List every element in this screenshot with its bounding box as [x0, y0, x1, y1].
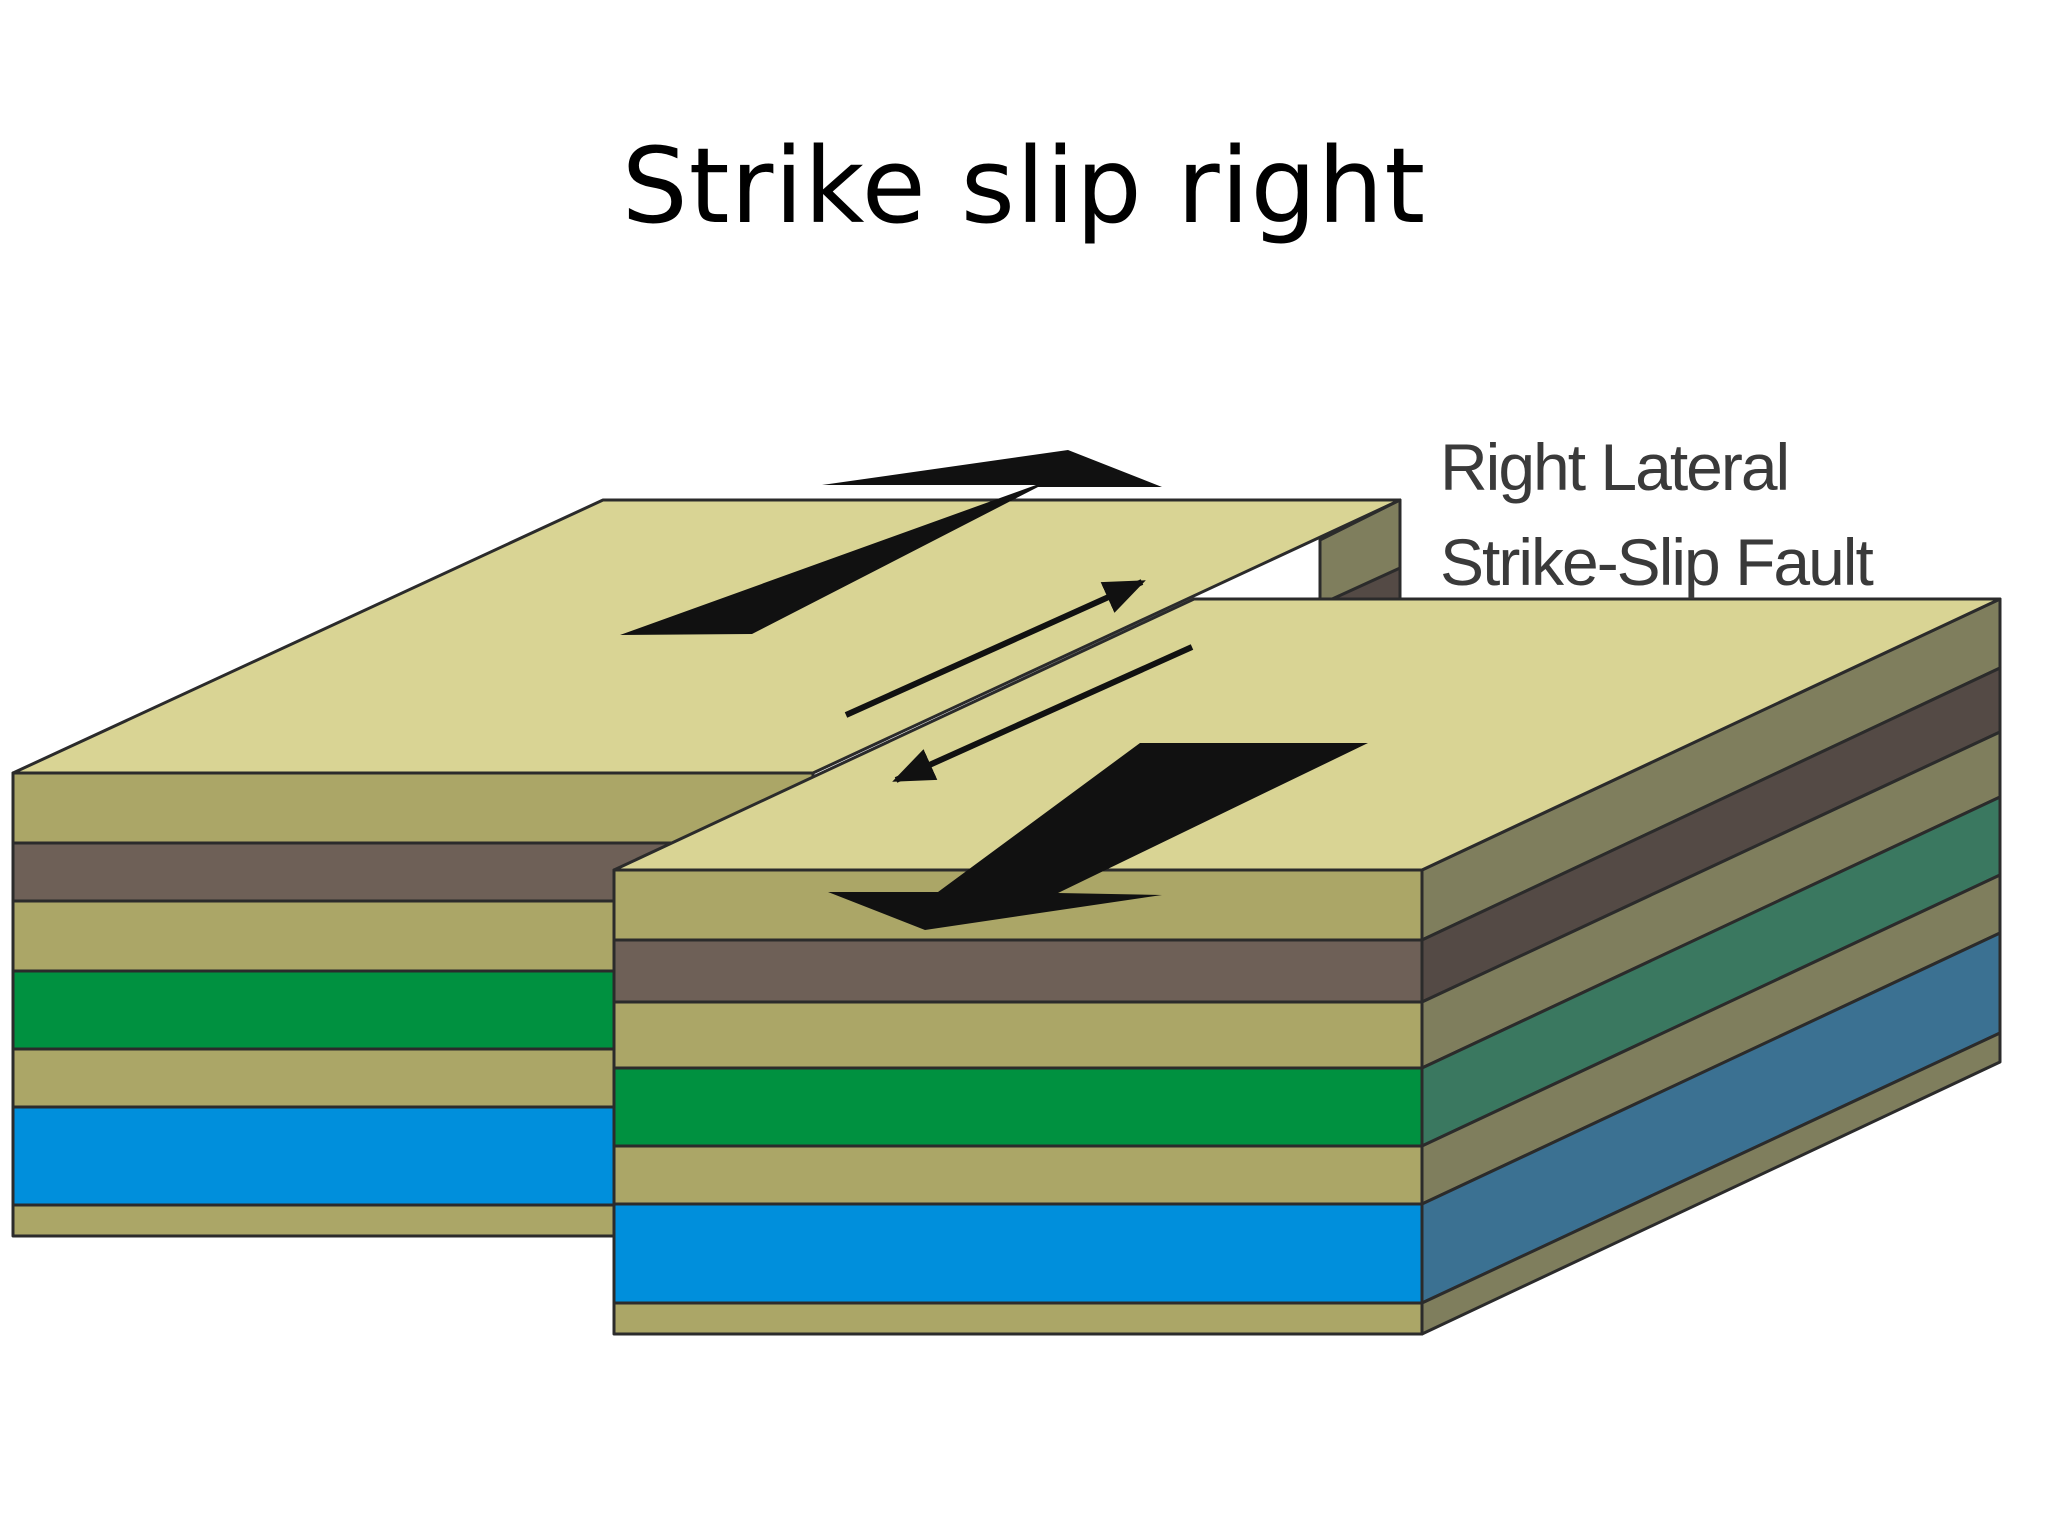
right-block-layer-blue: [612, 1202, 1424, 1305]
slide-title: Strike slip right: [621, 125, 1427, 247]
relative-motion-arrows: [620, 450, 1368, 930]
right-block-layer-green: [612, 1066, 1424, 1148]
fault-type-label-line-1: Right Lateral: [1440, 430, 1788, 504]
slip-direction-arrow-icon: [892, 644, 1194, 783]
right-block-layer-olive-4: [612, 1301, 1424, 1336]
right-block-layer-olive-3: [612, 1144, 1424, 1206]
fault-type-label-line-2: Strike-Slip Fault: [1440, 525, 1873, 599]
left-block-layer-olive-1: [11, 771, 815, 845]
large-motion-arrow-icon: [620, 450, 1162, 635]
right-block-top-surface: [612, 597, 2002, 872]
right-fault-block: [612, 597, 2002, 1336]
large-motion-arrow-icon: [828, 743, 1368, 930]
right-block-layer-brown: [612, 938, 1424, 1004]
slip-direction-arrow-icon: [844, 579, 1146, 718]
left-block-top-surface: [11, 498, 1402, 775]
right-block-layer-olive-2: [612, 1000, 1424, 1070]
